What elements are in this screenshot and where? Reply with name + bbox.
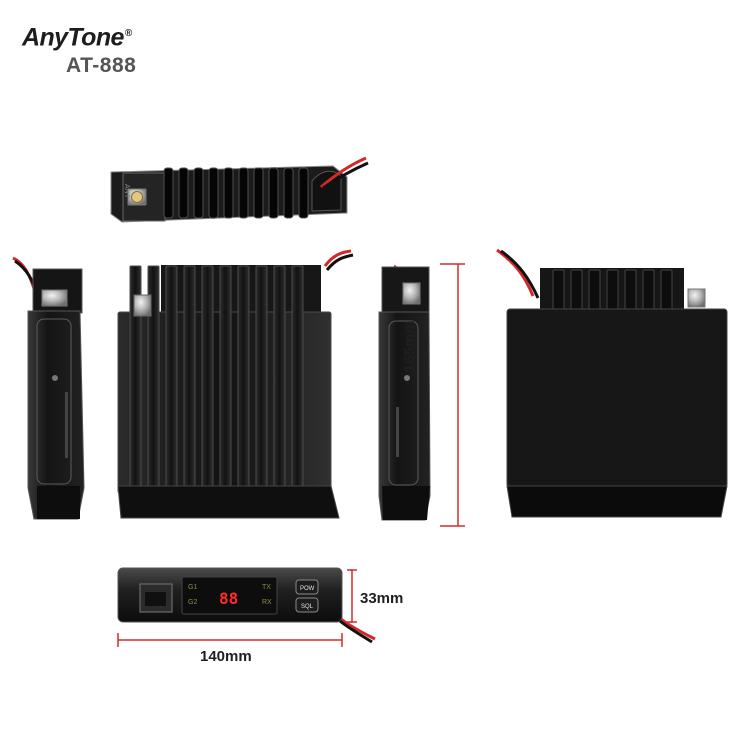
model-number: AT-888	[66, 54, 137, 77]
height-dimension-label: 165mm	[401, 320, 418, 372]
left-side-view	[12, 256, 85, 520]
right-side-view	[378, 264, 431, 521]
power-button-label: POW	[300, 586, 315, 592]
tx-label: TX	[262, 584, 271, 591]
brand-header: AnyTone® AT-888	[22, 16, 202, 80]
g2-label: G2	[188, 599, 197, 606]
registered-mark: ®	[124, 28, 132, 39]
brand-logo-text: AnyTone	[22, 23, 124, 52]
front-panel-view: G1 G2 TX RX 88 POW SQL	[117, 567, 376, 644]
dimension-lines	[117, 263, 465, 647]
g1-label: G1	[188, 584, 197, 591]
ant-connector-label: ANT	[123, 184, 130, 199]
anytone-logo: AnyTone®	[22, 16, 132, 52]
depth-dimension-label: 33mm	[360, 590, 404, 607]
frequency-display: 88	[219, 589, 238, 608]
top-view: ANT	[110, 156, 369, 223]
rx-label: RX	[262, 599, 272, 606]
rear-heatsink-view	[117, 249, 354, 519]
width-dimension-label: 140mm	[200, 648, 252, 665]
bottom-cover-view	[496, 248, 728, 518]
squelch-button-label: SQL	[301, 604, 314, 610]
